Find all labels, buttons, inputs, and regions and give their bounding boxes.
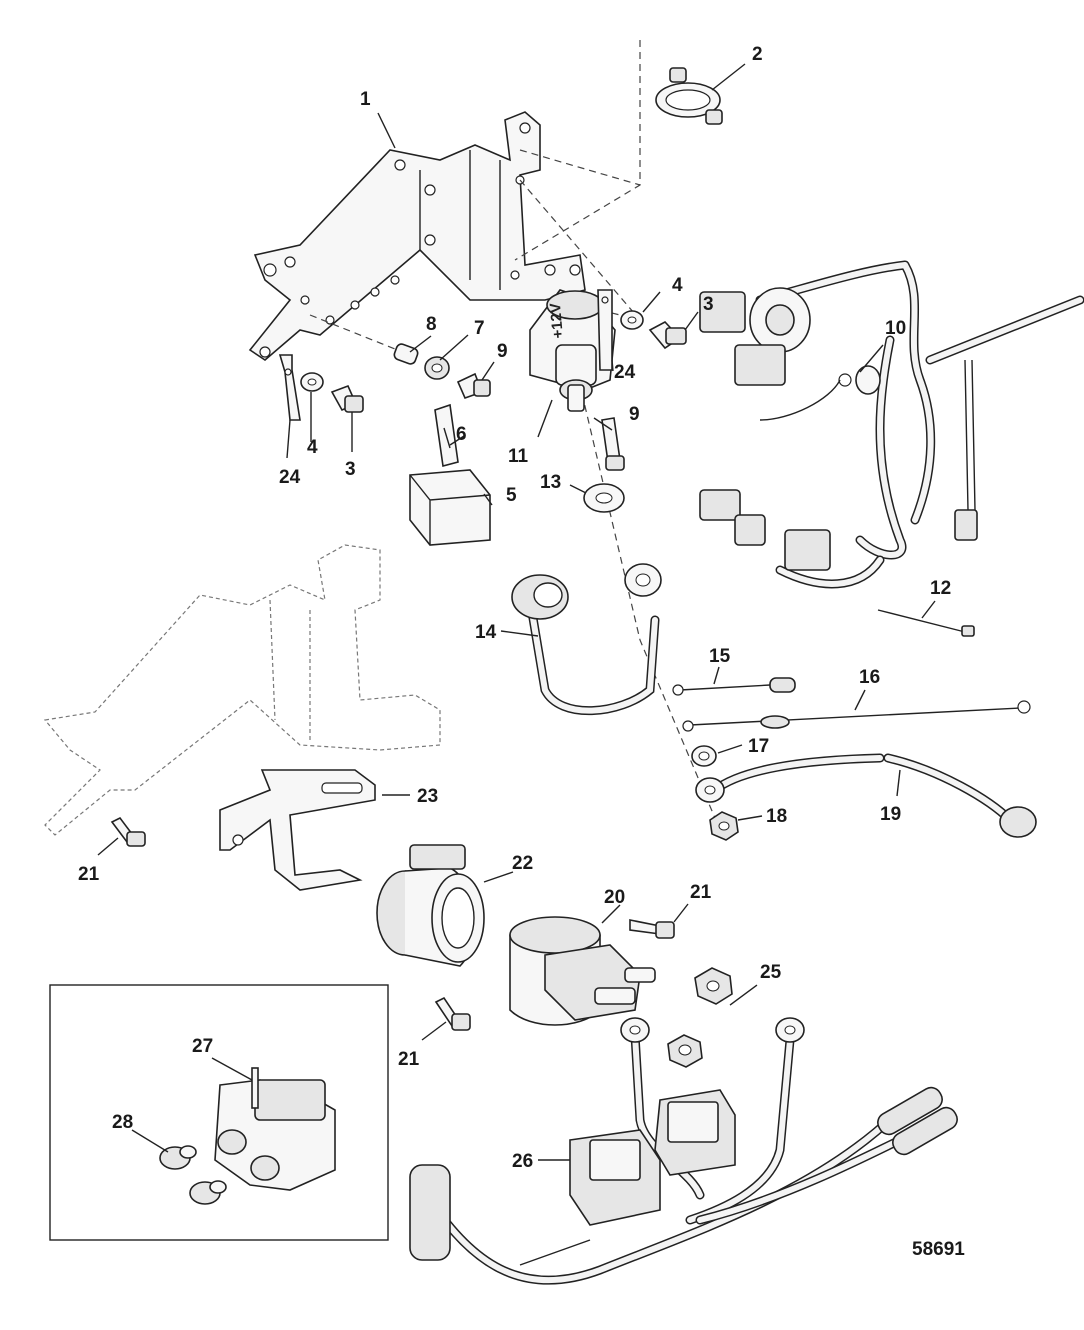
callout-27: 27 xyxy=(192,1036,213,1057)
flat-washer xyxy=(691,745,717,767)
callout-labels: 1 2 3 3 4 4 5 6 7 8 9 9 10 11 12 13 14 1… xyxy=(78,44,965,1260)
inset-relay-module xyxy=(214,1067,336,1191)
cable-lead xyxy=(695,753,1037,838)
callout-8: 8 xyxy=(426,314,437,335)
screw-left xyxy=(330,384,364,413)
ground-lead-long xyxy=(682,700,1031,732)
callout-4-right: 4 xyxy=(672,275,683,296)
callout-6: 6 xyxy=(456,424,467,445)
wiring-harness xyxy=(699,260,1084,589)
grommet-nut xyxy=(424,356,450,380)
inset-frame xyxy=(49,984,389,1241)
callout-5: 5 xyxy=(506,485,517,506)
callout-9-upper: 9 xyxy=(497,341,508,362)
mounting-bracket xyxy=(248,111,586,362)
callout-4-left: 4 xyxy=(307,437,318,458)
callout-20: 20 xyxy=(604,887,625,908)
bolt-upper xyxy=(456,372,491,400)
terminal-nut-upper xyxy=(694,967,733,1005)
callout-17: 17 xyxy=(748,736,769,757)
washer-left xyxy=(300,372,324,392)
leader-lines xyxy=(97,63,936,1161)
relay-clip xyxy=(434,403,459,468)
terminal-strap-right xyxy=(597,289,613,371)
callout-24-left: 24 xyxy=(279,467,301,488)
callout-15: 15 xyxy=(709,646,731,667)
callout-11: 11 xyxy=(508,446,529,467)
callout-21-bottom: 21 xyxy=(398,1049,420,1070)
solenoid-bracket xyxy=(219,769,376,891)
relay-fuse-harness xyxy=(409,1017,958,1285)
bracket-reference-outline xyxy=(43,544,441,836)
ground-lead-short xyxy=(672,677,796,696)
terminal-strap-left xyxy=(278,354,301,421)
cable-clamp xyxy=(655,67,723,125)
callout-16: 16 xyxy=(859,667,880,688)
solenoid-boot xyxy=(376,844,485,967)
solenoid-stamp: +12V xyxy=(547,302,567,339)
terminal-washer xyxy=(583,483,625,513)
solenoid-12v: +12V xyxy=(529,289,616,412)
battery-cable xyxy=(511,563,662,716)
callout-24-right: 24 xyxy=(614,362,636,383)
callout-3-right: 3 xyxy=(703,294,714,315)
callout-9-lower: 9 xyxy=(629,404,640,425)
callout-1: 1 xyxy=(360,89,371,110)
bolt-solenoid-lower xyxy=(434,996,471,1031)
callout-18: 18 xyxy=(766,806,787,827)
spacer-sleeve xyxy=(393,343,419,365)
screw-right xyxy=(648,321,687,350)
callout-10: 10 xyxy=(885,318,906,339)
callout-23: 23 xyxy=(417,786,438,807)
washer-right xyxy=(620,310,644,330)
bolt-bracket xyxy=(110,816,146,847)
callout-19: 19 xyxy=(880,804,901,825)
callout-13: 13 xyxy=(540,472,561,493)
hex-nut xyxy=(709,811,739,841)
callout-12: 12 xyxy=(930,578,951,599)
callout-21-right: 21 xyxy=(690,882,712,903)
starter-solenoid xyxy=(509,916,656,1026)
callout-28: 28 xyxy=(112,1112,133,1133)
terminal-nut-lower xyxy=(667,1034,703,1068)
bolt-solenoid-upper xyxy=(629,919,675,939)
callout-25: 25 xyxy=(760,962,782,983)
callout-7: 7 xyxy=(474,318,485,339)
callout-3-left: 3 xyxy=(345,459,356,480)
relay xyxy=(409,469,491,546)
inset-screws xyxy=(159,1145,227,1205)
callout-21-left: 21 xyxy=(78,864,100,885)
callout-26: 26 xyxy=(512,1151,533,1172)
callout-2: 2 xyxy=(752,44,763,65)
figure-number: 58691 xyxy=(912,1239,965,1260)
callout-22: 22 xyxy=(512,853,533,874)
callout-14: 14 xyxy=(475,622,497,643)
bolt-lower xyxy=(601,417,625,471)
cable-tie xyxy=(877,609,975,637)
